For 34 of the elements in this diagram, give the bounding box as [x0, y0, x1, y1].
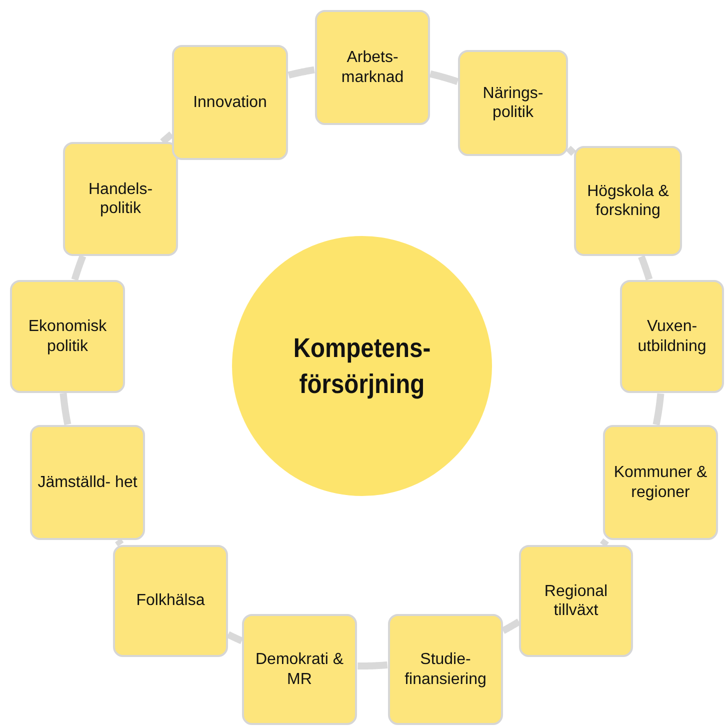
topic-box [603, 425, 718, 540]
topic-box [30, 425, 145, 540]
topic-box [242, 614, 357, 725]
ring-connector [565, 145, 577, 156]
topic-label: Närings- politik [482, 84, 544, 122]
ring-connector [71, 253, 86, 282]
center-title: Kompetens- försörjning [292, 332, 432, 401]
topic-label: Arbets- marknad [340, 48, 405, 87]
topic-box [172, 45, 288, 160]
ring-connector [60, 390, 72, 428]
topic-label: Studie- finansiering [404, 650, 488, 689]
topic-label: Vuxen- utbildning [636, 317, 708, 356]
topic-label: Innovation [193, 92, 267, 112]
topic-label: Jämställd- het [38, 472, 138, 492]
topic-label: Demokrati & MR [254, 650, 345, 689]
topic-box [458, 50, 568, 156]
topic-box [63, 142, 178, 256]
ring-connector [638, 254, 653, 282]
topic-box [620, 280, 724, 393]
topic-box [113, 545, 228, 657]
topic-box [10, 280, 125, 393]
topic-label: Kommuner & regioner [612, 463, 708, 502]
ring-connector [354, 661, 390, 670]
ring-connector [652, 390, 664, 428]
topic-box [574, 146, 682, 256]
topic-box [388, 614, 503, 725]
topic-label: Folkhälsa [136, 591, 205, 611]
topic-label: Högskola & forskning [586, 182, 670, 220]
topic-box [315, 10, 430, 125]
topic-label: Regional tillväxt [543, 582, 609, 620]
topic-label: Handels- politik [87, 180, 154, 218]
topic-label: Ekonomisk politik [27, 317, 108, 356]
ring-connector [286, 66, 318, 78]
topic-box [519, 545, 633, 657]
